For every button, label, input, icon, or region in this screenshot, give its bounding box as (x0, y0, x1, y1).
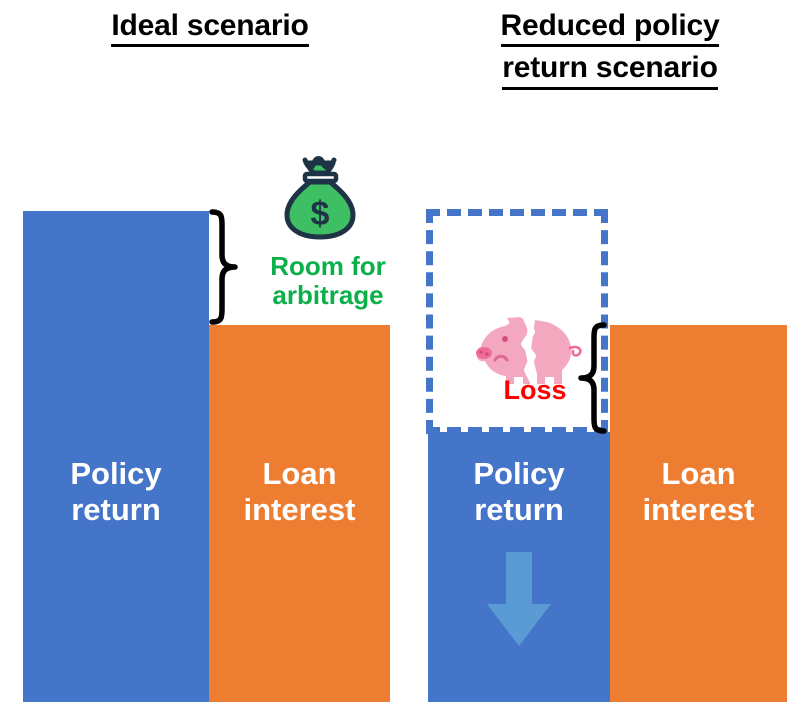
right-panel-title-line2: return scenario (502, 50, 718, 90)
left-panel-title: Ideal scenario (10, 8, 410, 48)
right-panel-title-line1: Reduced policy (500, 8, 720, 48)
bar-loan-interest-reduced-label: Loan interest (642, 456, 755, 528)
bar-policy-return-ideal: Policy return (23, 211, 209, 702)
left-panel-title-text: Ideal scenario (111, 8, 309, 48)
broken-piggy-bank-icon (476, 314, 582, 386)
room-for-arbitrage-label: Room for arbitrage (270, 251, 386, 311)
down-arrow-icon (487, 552, 551, 646)
money-bag-icon: $ (284, 156, 356, 240)
bar-policy-return-reduced-label: Policy return (473, 456, 565, 528)
loss-label: Loss (503, 375, 567, 405)
bar-loan-interest-ideal: Loan interest (209, 325, 390, 702)
arbitrage-brace-icon (209, 209, 238, 325)
lost-policy-return-outline (426, 209, 608, 434)
loss-brace-icon (578, 322, 607, 434)
bar-loan-interest-ideal-label: Loan interest (243, 456, 356, 528)
bar-policy-return-ideal-label: Policy return (70, 456, 162, 528)
svg-text:$: $ (311, 195, 330, 233)
bar-loan-interest-reduced: Loan interest (610, 325, 787, 702)
